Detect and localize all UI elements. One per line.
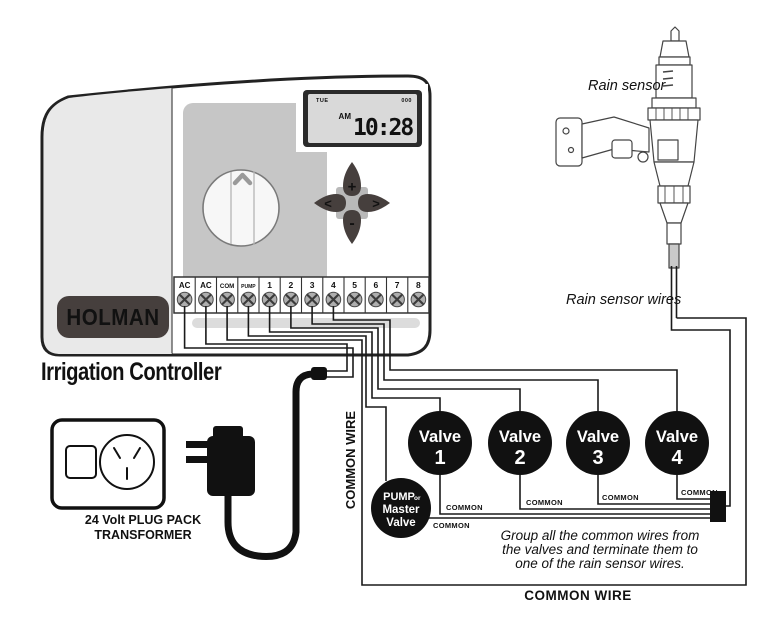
plug-prong-top	[186, 441, 209, 448]
terminal-labels: AC AC COM PUMP 1 2 3 4 5 6 7 8	[179, 280, 421, 290]
wire-valve-1	[268, 306, 441, 411]
transformer-caption-1: 24 Volt PLUG PACK	[85, 513, 201, 527]
lcd-station: 000	[401, 98, 412, 104]
common-label-valve-4: COMMON	[681, 488, 718, 497]
controller-door	[44, 88, 172, 354]
svg-text:COM: COM	[220, 283, 234, 290]
brand-logo	[57, 296, 169, 338]
brand-logo-text: HOLMAN	[66, 304, 159, 331]
valve-1-number: 1	[434, 447, 445, 469]
valve-3-circle	[566, 411, 630, 475]
svg-text:1: 1	[267, 280, 272, 290]
nav-down-button	[343, 210, 361, 244]
svg-text:6: 6	[374, 280, 379, 290]
svg-text:3: 3	[310, 280, 315, 290]
valve-3-name: Valve	[577, 428, 619, 446]
valve-1-common	[439, 475, 711, 515]
svg-text:5: 5	[352, 280, 357, 290]
svg-text:AC: AC	[200, 281, 212, 290]
device-title: Irrigation Controller	[41, 358, 222, 385]
dial-chevron-icon	[232, 172, 253, 186]
valve-4-number: 4	[671, 447, 683, 469]
valve-2-common	[519, 475, 711, 510]
outlet-socket	[99, 434, 155, 490]
nav-left-button	[314, 194, 346, 212]
wire-valve-4	[332, 306, 678, 411]
svg-text:7: 7	[395, 280, 400, 290]
grouping-note-line-1: Group all the common wires from	[501, 528, 700, 543]
grouping-note-line-2: the valves and terminate them to	[502, 542, 698, 557]
svg-text:4: 4	[331, 280, 336, 290]
valve-2-name: Valve	[499, 428, 541, 446]
lcd-time: 10:28	[353, 115, 413, 141]
valve-4-circle	[645, 411, 709, 475]
pump-word-master: Master	[382, 504, 420, 516]
valve-common-wires	[429, 475, 711, 519]
pump-word-or: or	[414, 495, 421, 502]
common-label-valve-1: COMMON	[446, 503, 483, 512]
plug-pack	[186, 426, 255, 496]
common-label-valve-2: COMMON	[526, 498, 563, 507]
wire-valve-2	[290, 306, 521, 411]
rain-sensor-drawing	[555, 26, 701, 269]
lcd-screen	[308, 94, 417, 143]
pump-word: PUMP	[383, 491, 415, 503]
outlet-socket-slots	[113, 447, 141, 480]
nav-right-button	[358, 194, 390, 212]
valve-1-name: Valve	[419, 428, 461, 446]
rain-sensor-label: Rain sensor	[588, 78, 667, 94]
svg-text:PUMP: PUMP	[241, 284, 256, 290]
valve-4-common	[676, 475, 711, 500]
common-wire-vertical-label: COMMON WIRE	[343, 411, 358, 510]
nav-plus-icon: +	[348, 179, 357, 196]
wire-connector-block	[710, 491, 726, 522]
svg-text:8: 8	[416, 280, 421, 290]
pump-word-valve: Valve	[386, 517, 415, 529]
grouping-note-line-3: one of the rain sensor wires.	[515, 556, 685, 571]
common-label-valve-3: COMMON	[602, 493, 639, 502]
nav-left-icon: <	[324, 196, 332, 211]
nav-right-icon: >	[372, 196, 380, 211]
wire-ac-2	[205, 306, 348, 372]
wire-common-loop	[226, 306, 747, 586]
nav-up-button	[343, 162, 361, 196]
svg-text:AC: AC	[179, 281, 191, 290]
pump-valve-circle	[371, 478, 431, 538]
plug-prong-bottom	[186, 456, 209, 463]
terminal-dividers	[194, 277, 409, 313]
wire-valve-3	[311, 306, 599, 411]
valve-3-number: 3	[592, 447, 603, 469]
terminal-wires	[183, 306, 747, 586]
wire-pump	[247, 306, 387, 481]
valve-circles	[408, 411, 709, 475]
rain-sensor-wires-label: Rain sensor wires	[566, 292, 681, 308]
valve-3-common	[597, 475, 711, 505]
nav-pad-base	[336, 187, 368, 219]
valve-1-circle	[408, 411, 472, 475]
wire-ac-1	[183, 306, 354, 378]
program-dial	[202, 169, 280, 247]
power-cord-cap	[311, 367, 327, 380]
transformer-caption-2: TRANSFORMER	[94, 528, 191, 542]
wire-rain-sensor-b	[670, 266, 731, 507]
terminal-screws	[176, 291, 427, 308]
outlet-switch	[65, 445, 97, 479]
power-cord	[224, 370, 320, 560]
valve-4-name: Valve	[656, 428, 698, 446]
nav-minus-icon: -	[349, 215, 354, 232]
common-wire-bottom-label: COMMON WIRE	[524, 588, 632, 603]
svg-text:2: 2	[289, 280, 294, 290]
common-label-pump: COMMON	[433, 521, 470, 530]
lcd-day: TUE	[316, 98, 329, 104]
valve-2-circle	[488, 411, 552, 475]
valve-2-number: 2	[514, 447, 525, 469]
lcd-ampm: AM	[339, 112, 352, 121]
